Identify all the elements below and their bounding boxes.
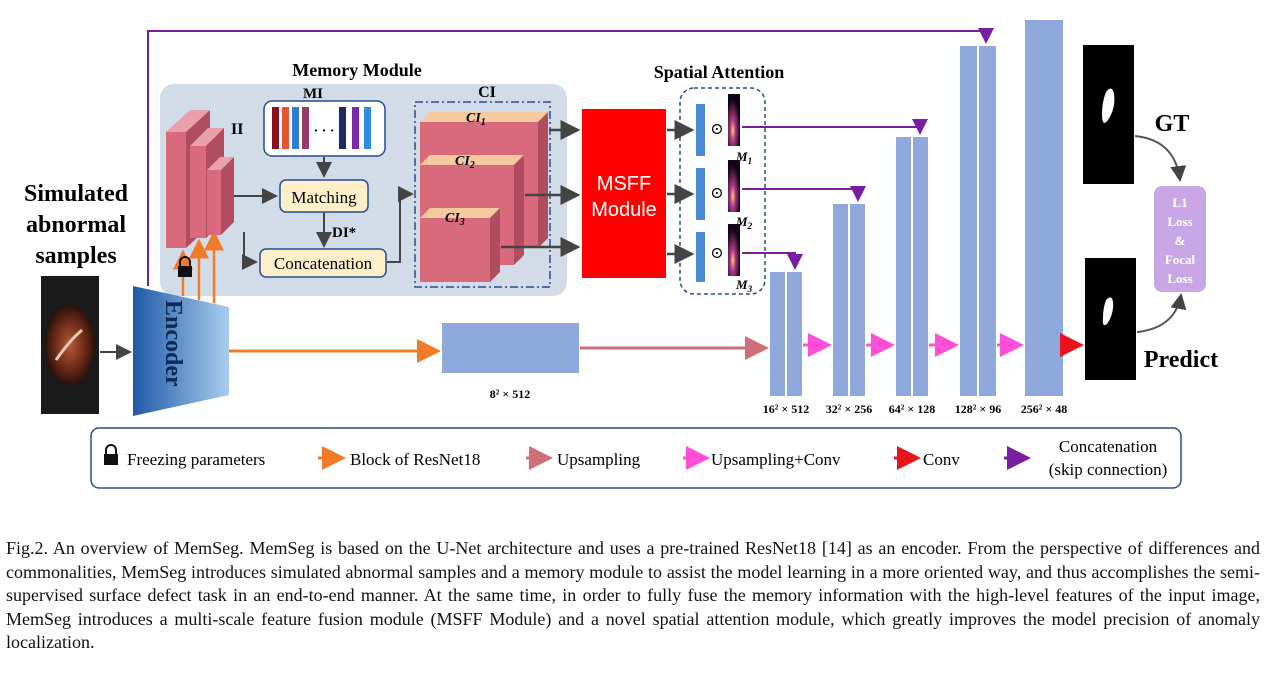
legend-upconv: Upsampling+Conv	[711, 450, 841, 469]
bottleneck-block	[442, 323, 579, 373]
odot-1: ⊙	[710, 121, 723, 138]
ci-1-label: CI1	[466, 111, 486, 128]
predict-to-loss-arrow	[1136, 293, 1187, 333]
matching-box	[279, 179, 369, 213]
m1-label: M1	[735, 149, 752, 166]
encoder-block	[133, 286, 229, 416]
legend-conv: Conv	[923, 450, 960, 469]
memseg-architecture-diagram: Simulated abnormal samples Memory Module…	[24, 20, 1218, 489]
decoder-label-2: 32² × 256	[826, 402, 872, 416]
mi-memory-bars	[272, 107, 371, 149]
ii-to-concat-arrow	[242, 232, 258, 270]
legend-block: Block of ResNet18	[350, 450, 480, 469]
loss-label-1: L1	[1172, 195, 1187, 210]
memory-module-title: Memory Module	[292, 60, 421, 80]
loss-label-4: Focal	[1165, 252, 1196, 267]
ci-3-label: CI3	[445, 211, 465, 228]
gt-mask	[1083, 45, 1134, 184]
legend-concat-line1: Concatenation	[1059, 437, 1158, 456]
input-label-line3: samples	[35, 243, 116, 269]
attention-maps	[728, 94, 740, 276]
legend-upsampling: Upsampling	[557, 450, 641, 469]
ci-blocks	[420, 112, 548, 282]
ci-label: CI	[478, 84, 496, 101]
msff-module	[582, 109, 666, 278]
spatial-attention-box	[679, 87, 766, 295]
concat-to-ci-arrow	[387, 186, 414, 263]
attention-feature-blocks	[696, 104, 705, 282]
legend-box	[90, 427, 1182, 489]
msff-label-line1: MSFF	[597, 173, 651, 195]
predict-label: Predict	[1144, 347, 1218, 373]
mi-ellipsis: · · ·	[313, 124, 334, 139]
figure-caption: Fig.2. An overview of MemSeg. MemSeg is …	[6, 538, 1260, 652]
predict-mask	[1085, 258, 1136, 380]
skip-connections	[147, 28, 994, 286]
input-label-line1: Simulated	[24, 181, 129, 207]
input-image	[41, 276, 99, 414]
ii-label: II	[231, 121, 243, 138]
loss-label-5: Loss	[1167, 271, 1192, 286]
gt-label: GT	[1155, 111, 1190, 137]
input-label-line2: abnormal	[26, 212, 126, 238]
m3-label: M3	[735, 277, 753, 294]
decoder-label-3: 64² × 128	[889, 402, 935, 416]
lock-icon	[178, 256, 192, 277]
loss-box	[1154, 186, 1206, 292]
odot-2: ⊙	[710, 185, 723, 202]
legend-concat-line2: (skip connection)	[1049, 460, 1168, 479]
concatenation-label: Concatenation	[274, 254, 373, 273]
msff-to-attention-arrows	[667, 120, 695, 264]
decoder-label-1: 16² × 512	[763, 402, 809, 416]
matching-label: Matching	[291, 188, 357, 207]
spatial-attention-title: Spatial Attention	[654, 62, 785, 82]
odot-3: ⊙	[710, 245, 723, 262]
gt-to-loss-arrow	[1134, 135, 1187, 182]
m2-label: M2	[735, 214, 753, 231]
mi-label: MI	[303, 86, 323, 102]
di-label: DI*	[332, 225, 356, 241]
decoder-label-5: 256² × 48	[1021, 402, 1067, 416]
concatenation-box	[259, 248, 387, 278]
loss-label-3: &	[1175, 233, 1186, 248]
msff-label-line2: Module	[591, 199, 657, 221]
legend-lock-icon	[104, 444, 118, 465]
decoder-label-4: 128² × 96	[955, 402, 1001, 416]
decoder-blocks	[770, 20, 1063, 396]
legend-freezing: Freezing parameters	[127, 450, 265, 469]
ci-2-label: CI2	[455, 154, 475, 171]
bottleneck-label: 8² × 512	[490, 387, 530, 401]
ii-feature-blocks	[166, 110, 234, 248]
loss-label-2: Loss	[1167, 214, 1192, 229]
encoder-label: Encoder	[160, 300, 186, 387]
